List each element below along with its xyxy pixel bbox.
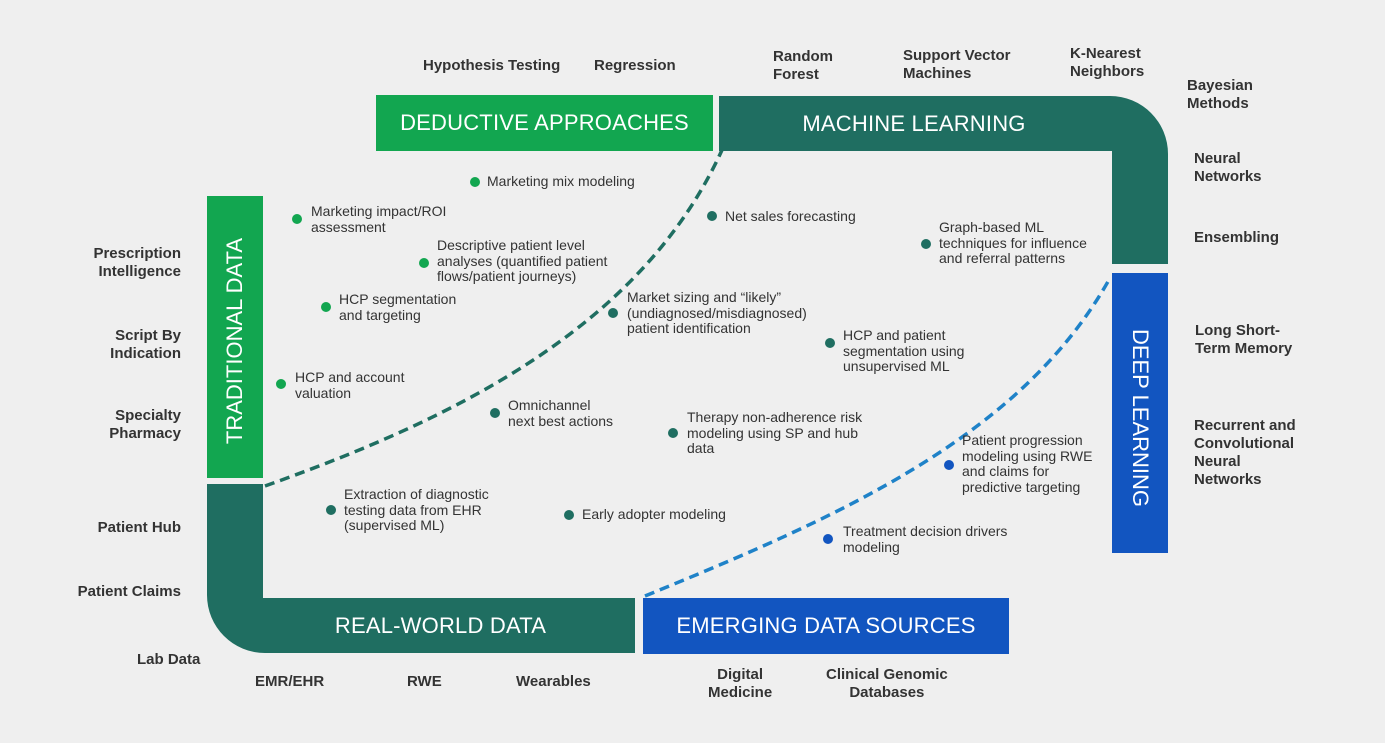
item-omnichannel: Omnichannel next best actions bbox=[508, 397, 614, 429]
bullet-dot bbox=[276, 379, 286, 389]
real-world-data-title: REAL-WORLD DATA bbox=[334, 612, 547, 638]
bullet-dot bbox=[944, 460, 954, 470]
label-neural-networks: Neural Networks bbox=[1194, 150, 1262, 185]
machine-learning-title: MACHINE LEARNING bbox=[802, 110, 1026, 136]
label-patient-hub: Patient Hub bbox=[97, 519, 181, 536]
label-specialty-pharmacy: Specialty Pharmacy bbox=[109, 407, 181, 442]
label-rcnn: Recurrent and Convolutional Neural Netwo… bbox=[1194, 417, 1296, 488]
label-emr-ehr: EMR/EHR bbox=[255, 673, 325, 690]
label-clinical-genomic: Clinical Genomic Databases bbox=[826, 666, 948, 701]
label-script-by-indication: Script By Indication bbox=[110, 327, 181, 362]
traditional-data-banner bbox=[207, 196, 263, 478]
label-svm: Support Vector Machines bbox=[903, 47, 1011, 82]
blue-dashed-curve bbox=[644, 277, 1112, 598]
machine-learning-band bbox=[719, 96, 1168, 264]
bullet-dot bbox=[292, 214, 302, 224]
item-hcp-account: HCP and account valuation bbox=[295, 369, 405, 401]
emerging-data-sources-banner: EMERGING DATA SOURCES bbox=[643, 598, 1009, 654]
item-descriptive: Descriptive patient level analyses (quan… bbox=[437, 237, 608, 284]
real-world-data-title-box: REAL-WORLD DATA bbox=[263, 598, 618, 653]
bullet-dot bbox=[490, 408, 500, 418]
bullet-dot bbox=[419, 258, 429, 268]
deductive-approaches-banner: DEDUCTIVE APPROACHES bbox=[376, 95, 713, 151]
label-lab-data: Lab Data bbox=[137, 651, 201, 668]
item-marketing-impact: Marketing impact/ROI assessment bbox=[311, 203, 447, 235]
bullet-dot bbox=[608, 308, 618, 318]
item-therapy: Therapy non-adherence risk modeling usin… bbox=[687, 409, 863, 456]
item-net-sales: Net sales forecasting bbox=[725, 208, 856, 224]
label-random-forest: Random Forest bbox=[773, 48, 833, 83]
bullet-dot bbox=[326, 505, 336, 515]
label-knn: K-Nearest Neighbors bbox=[1070, 45, 1145, 80]
item-early-adopter: Early adopter modeling bbox=[582, 506, 726, 522]
label-rwe: RWE bbox=[407, 673, 442, 690]
item-marketing-mix: Marketing mix modeling bbox=[487, 173, 635, 189]
real-world-data-band bbox=[207, 484, 635, 653]
label-prescription-intelligence: Prescription Intelligence bbox=[93, 245, 181, 280]
bullet-dot bbox=[823, 534, 833, 544]
deductive-approaches-title: DEDUCTIVE APPROACHES bbox=[400, 110, 689, 135]
item-market-sizing: Market sizing and “likely” (undiagnosed/… bbox=[627, 289, 807, 336]
deep-learning-title: DEEP LEARNING bbox=[1128, 328, 1153, 508]
label-ensembling: Ensembling bbox=[1194, 229, 1280, 246]
bullet-dot bbox=[825, 338, 835, 348]
label-regression: Regression bbox=[594, 57, 676, 74]
traditional-data-title: TRADITIONAL DATA bbox=[222, 237, 247, 445]
item-extraction: Extraction of diagnostic testing data fr… bbox=[344, 486, 489, 533]
item-hcp-segmentation: HCP segmentation and targeting bbox=[339, 291, 457, 323]
emerging-data-sources-title: EMERGING DATA SOURCES bbox=[676, 613, 976, 638]
bullet-dot bbox=[668, 428, 678, 438]
bullet-dot bbox=[707, 211, 717, 221]
machine-learning-title-box: MACHINE LEARNING bbox=[719, 96, 1109, 151]
item-patient-progression: Patient progression modeling using RWE a… bbox=[962, 432, 1093, 495]
bullet-dot bbox=[564, 510, 574, 520]
bullet-dot bbox=[321, 302, 331, 312]
label-wearables: Wearables bbox=[516, 673, 591, 690]
teal-dashed-curve bbox=[264, 149, 724, 488]
item-graph-ml: Graph-based ML techniques for influence … bbox=[939, 219, 1087, 266]
label-hypothesis-testing: Hypothesis Testing bbox=[423, 57, 561, 74]
label-bayesian: Bayesian Methods bbox=[1187, 77, 1253, 112]
label-lstm: Long Short- Term Memory bbox=[1195, 322, 1293, 357]
deep-learning-banner bbox=[1112, 273, 1168, 553]
label-patient-claims: Patient Claims bbox=[77, 583, 181, 600]
bullet-dot bbox=[470, 177, 480, 187]
item-hcp-patient-seg: HCP and patient segmentation using unsup… bbox=[843, 327, 965, 374]
item-treatment: Treatment decision drivers modeling bbox=[843, 523, 1008, 555]
bullet-dot bbox=[921, 239, 931, 249]
label-digital-medicine: Digital Medicine bbox=[708, 666, 773, 701]
